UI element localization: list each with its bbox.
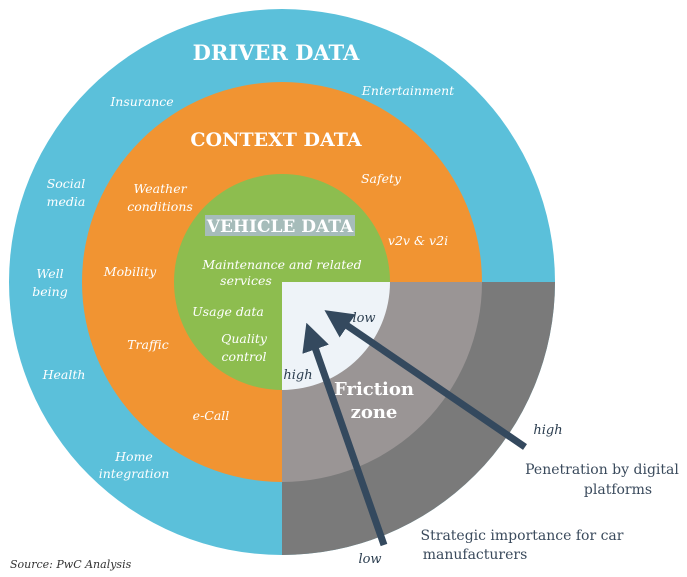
context-item-traffic: Traffic: [127, 337, 169, 352]
context-item-v2v-v2i: v2v & v2i: [388, 233, 448, 248]
driver-item-media: media: [47, 194, 86, 209]
penetration-axis-label-line2: platforms: [584, 482, 652, 498]
penetration-high-label: high: [533, 423, 562, 438]
driver-item-entertainment: Entertainment: [361, 83, 455, 98]
driver-data-title: DRIVER DATA: [193, 40, 360, 65]
vehicle-item-control: control: [221, 349, 266, 364]
vehicle-item-maintenance: Maintenance and related: [201, 257, 361, 272]
context-item-mobility: Mobility: [103, 264, 157, 279]
strategic-importance-arrow: [302, 322, 388, 547]
context-item-ecall: e-Call: [193, 408, 230, 423]
vehicle-data-title: VEHICLE DATA: [206, 217, 354, 237]
driver-item-health: Health: [42, 367, 86, 382]
vehicle-item-quality: Quality: [221, 331, 268, 346]
penetration-axis-label-line1: Penetration by digital: [525, 462, 679, 478]
context-item-conditions: conditions: [127, 199, 193, 214]
context-data-title: CONTEXT DATA: [190, 129, 361, 151]
vehicle-item-services: services: [220, 273, 272, 288]
source-note: Source: PwC Analysis: [10, 558, 132, 571]
vehicle-title-highlight: [205, 215, 355, 236]
driver-item-social: Social: [47, 176, 86, 191]
friction-zone-label-line2: zone: [351, 402, 398, 423]
driver-item-home: Home: [114, 449, 153, 464]
strategic-axis-label-line2: manufacturers: [423, 547, 528, 563]
vehicle-item-usage-data: Usage data: [192, 304, 264, 319]
penetration-low-label: low: [352, 311, 375, 326]
strategic-low-label: low: [358, 552, 381, 567]
penetration-arrow: [324, 310, 527, 450]
driver-item-being: being: [32, 284, 67, 299]
driver-item-insurance: Insurance: [109, 94, 173, 109]
driver-item-integration: integration: [99, 466, 170, 481]
context-item-safety: Safety: [361, 171, 402, 186]
driver-item-well: Well: [36, 266, 63, 281]
friction-zone-label-line1: Friction: [334, 379, 414, 400]
strategic-axis-label-line1: Strategic importance for car: [421, 528, 624, 544]
context-item-weather: Weather: [133, 181, 187, 196]
strategic-high-label: high: [283, 368, 312, 383]
